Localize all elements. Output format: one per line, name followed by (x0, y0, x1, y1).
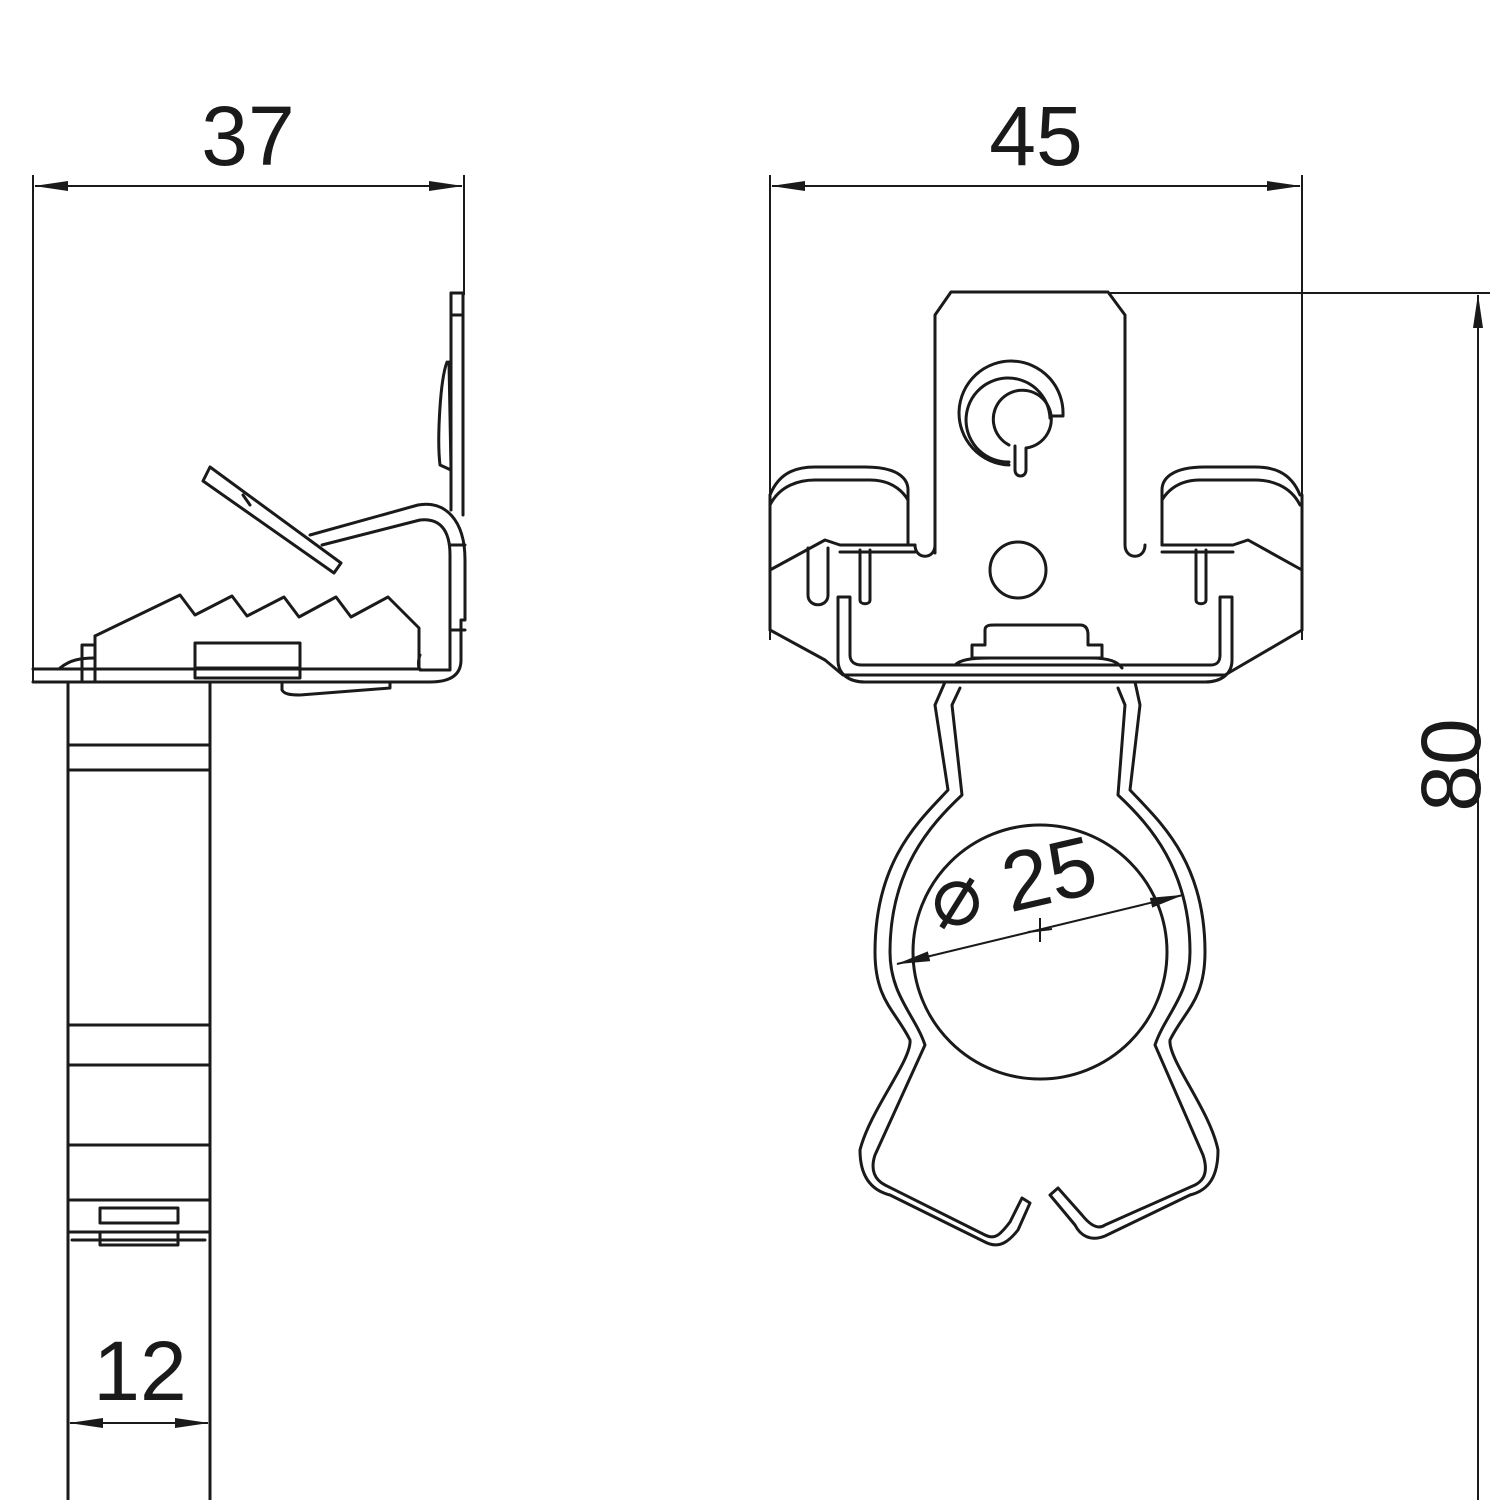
side-view: 37 (31, 89, 467, 1500)
side-stem (66, 680, 212, 1500)
dimension-label-37: 37 (201, 89, 294, 183)
front-bracket (768, 290, 1304, 684)
dimension-label-12: 12 (93, 1324, 186, 1418)
front-view: 45 80 (768, 89, 1498, 1500)
diameter-annotation: ⌀ 25 (920, 817, 1105, 946)
diameter-symbol: ⌀ (920, 844, 990, 947)
dimension-label-80: 80 (1404, 718, 1498, 811)
side-bracket (31, 291, 467, 697)
pipe-clamp (858, 680, 1220, 1247)
dimension-label-25: 25 (993, 817, 1105, 930)
center-mark (1027, 918, 1053, 942)
dimension-label-45: 45 (989, 89, 1082, 183)
